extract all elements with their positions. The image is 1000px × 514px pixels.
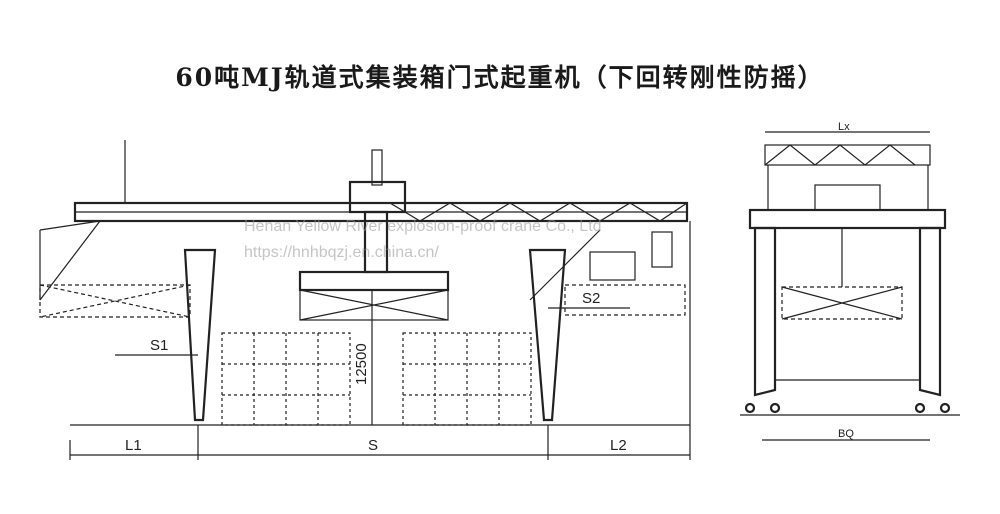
dim-lx: Lx	[838, 121, 850, 133]
dim-s1: S1	[150, 337, 168, 354]
front-elevation: S1 S2 12500 L1 S L2	[39, 140, 691, 460]
dim-bq: BQ	[838, 428, 854, 440]
drawing-title: 60吨MJ轨道式集装箱门式起重机（下回转刚性防摇）	[175, 63, 825, 92]
dim-s2: S2	[582, 290, 600, 307]
side-elevation: Lx BQ	[740, 121, 960, 441]
dim-span: S	[368, 437, 378, 454]
watermark-company: Henan Yellow River explosion-proof crane…	[244, 218, 602, 235]
watermark-url: https://hnhbqzj.en.china.cn/	[244, 244, 439, 261]
dim-l2: L2	[610, 437, 627, 454]
dim-height: 12500	[353, 343, 370, 385]
dim-l1: L1	[125, 437, 142, 454]
